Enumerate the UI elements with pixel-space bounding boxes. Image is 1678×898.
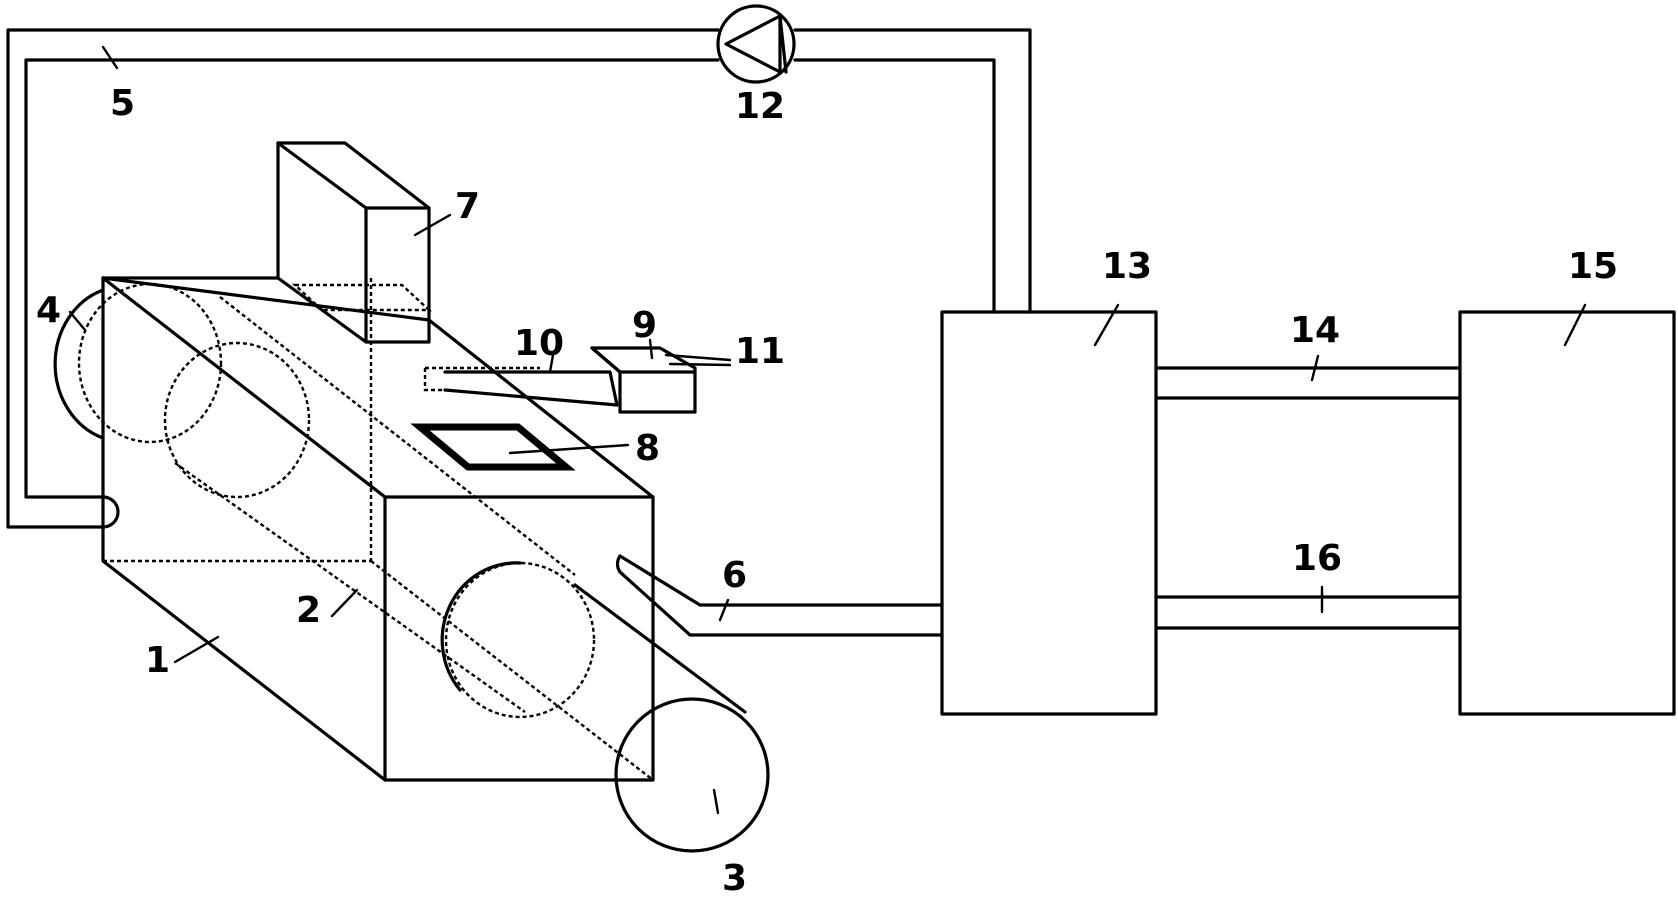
label-7: 7 — [455, 186, 480, 227]
pipe-16 — [1154, 585, 1462, 630]
label-5: 5 — [110, 83, 135, 124]
label-9: 9 — [632, 305, 657, 346]
label-11: 11 — [735, 331, 785, 372]
leader-lines — [68, 213, 730, 815]
pump-12 — [716, 4, 796, 84]
box-7 — [276, 141, 431, 344]
label-16: 16 — [1292, 538, 1342, 579]
label-13: 13 — [1102, 246, 1152, 287]
labels: 1 2 3 4 5 6 7 8 9 10 11 12 13 14 15 16 — [36, 83, 1618, 898]
unit-13 — [940, 303, 1158, 716]
pipe-6 — [615, 554, 944, 637]
box-1 — [101, 276, 655, 782]
label-4: 4 — [36, 290, 61, 331]
label-1: 1 — [145, 640, 170, 681]
label-10: 10 — [514, 323, 564, 364]
label-2: 2 — [296, 590, 321, 631]
actuator-assembly — [423, 338, 732, 414]
label-12: 12 — [735, 86, 785, 127]
unit-15 — [1458, 303, 1676, 716]
pipe-14 — [1154, 354, 1462, 400]
roller-4 — [53, 288, 105, 440]
tube-2 — [77, 282, 596, 719]
cylinder-3 — [440, 561, 770, 853]
label-3: 3 — [722, 858, 747, 898]
label-14: 14 — [1290, 310, 1340, 351]
label-6: 6 — [722, 555, 747, 596]
plate-8 — [410, 423, 630, 471]
label-8: 8 — [635, 428, 660, 469]
pipe-5 — [6, 28, 1032, 529]
label-15: 15 — [1568, 246, 1618, 287]
